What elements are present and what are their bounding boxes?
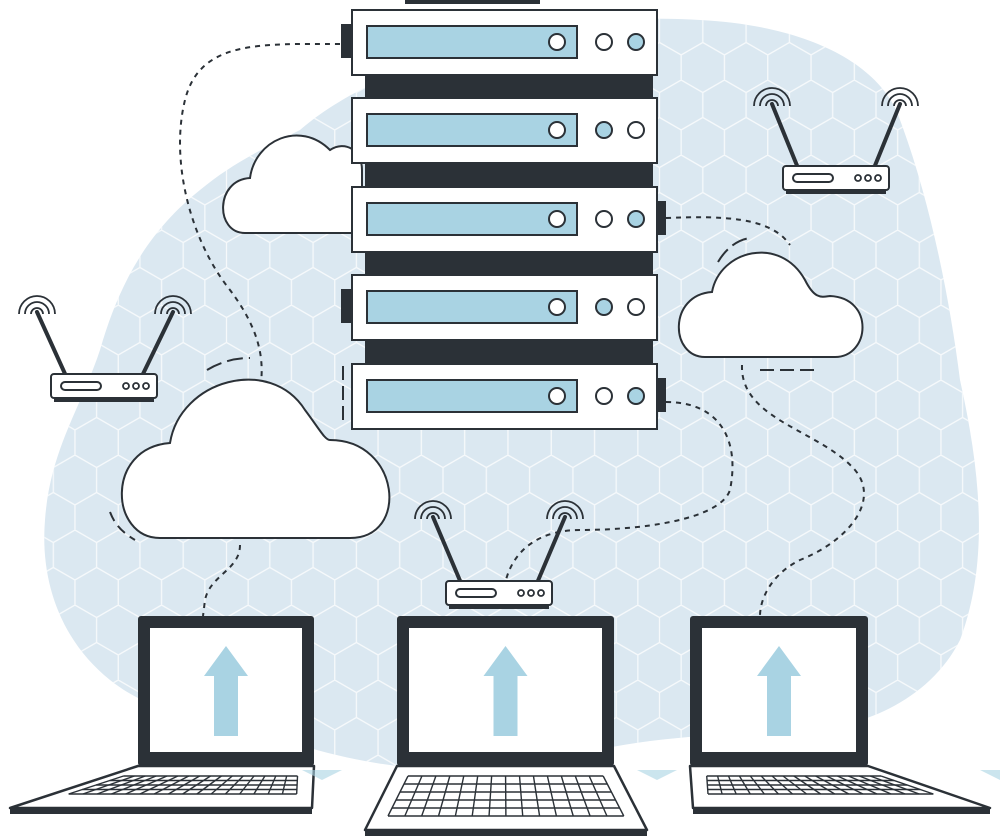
router-left: [18, 295, 192, 402]
wifi-signal-icon: [887, 93, 913, 107]
laptop-left: [8, 616, 342, 814]
status-led: [595, 387, 613, 405]
server-unit: [351, 97, 658, 164]
connection-lines: [179, 42, 865, 617]
router-top-right: [753, 87, 919, 194]
keyboard: [387, 775, 625, 817]
status-led: [627, 121, 645, 139]
wifi-signal-icon: [893, 99, 907, 107]
cloud-right: [677, 237, 864, 371]
server-unit: [341, 274, 658, 341]
side-port: [341, 24, 352, 58]
status-led: [595, 33, 613, 51]
wifi-signal-icon: [552, 506, 578, 520]
wifi-signal-icon: [18, 295, 56, 315]
wifi-signal-icon: [558, 512, 572, 520]
cloud-large-left: [109, 357, 391, 541]
wifi-signal-icon: [765, 99, 779, 107]
side-port: [341, 289, 352, 323]
wifi-signal-icon: [420, 506, 446, 520]
status-led: [595, 121, 613, 139]
wifi-signal-icon: [160, 301, 186, 315]
cloud-top-left: [222, 134, 363, 234]
wifi-signal-icon: [759, 93, 785, 107]
wifi-routers: [18, 87, 919, 609]
side-port: [657, 201, 666, 235]
wifi-signal-icon: [546, 500, 584, 520]
wifi-signal-icon: [753, 87, 791, 107]
server-unit: [341, 9, 658, 76]
status-led: [595, 210, 613, 228]
status-led: [627, 33, 645, 51]
status-led: [627, 387, 645, 405]
keyboard: [706, 775, 934, 795]
server-rack-icon: [341, 0, 666, 430]
router-center: [414, 500, 584, 609]
laptops: [8, 616, 1000, 836]
server-unit: [342, 363, 666, 430]
wifi-signal-icon: [414, 500, 452, 520]
status-led: [595, 298, 613, 316]
laptop-base: [8, 764, 316, 810]
upload-arrow-icon: [757, 646, 801, 736]
upload-arrow-icon: [204, 646, 248, 736]
side-port: [657, 378, 666, 412]
keyboard: [68, 775, 299, 795]
wifi-signal-icon: [426, 512, 440, 520]
wifi-signal-icon: [30, 307, 44, 315]
laptop-right: [688, 616, 1000, 814]
status-led: [627, 298, 645, 316]
connection-server-to-router-center: [501, 401, 734, 613]
wifi-signal-icon: [881, 87, 919, 107]
laptop-base: [688, 764, 992, 810]
server-unit: [351, 186, 666, 253]
wifi-signal-icon: [166, 307, 180, 315]
connection-server-to-left: [179, 42, 341, 391]
laptop-center: [363, 616, 677, 836]
wifi-signal-icon: [154, 295, 192, 315]
connection-server-to-router-right: [665, 216, 791, 246]
connection-cloud-to-laptop-right: [740, 364, 865, 617]
upload-arrow-icon: [483, 646, 528, 736]
wifi-signal-icon: [24, 301, 50, 315]
status-led: [627, 210, 645, 228]
